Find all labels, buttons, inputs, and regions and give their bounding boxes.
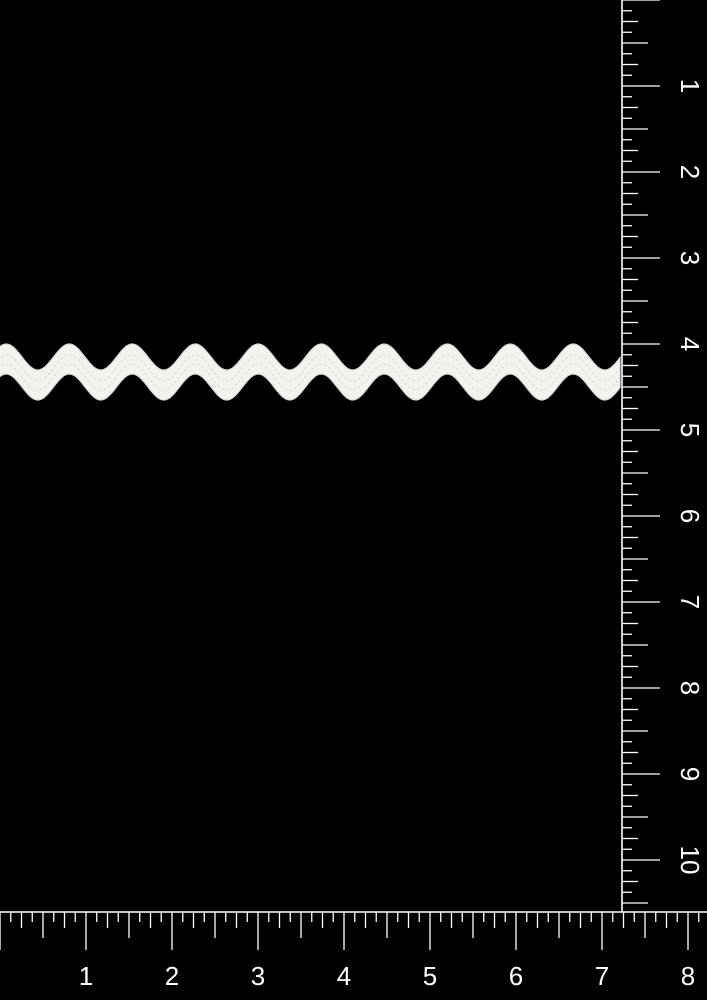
horizontal-ruler-label: 3 xyxy=(251,961,265,991)
vertical-ruler-label: 1 xyxy=(675,79,705,93)
ric-rac-trim-texture xyxy=(0,354,621,391)
vertical-ruler-label: 2 xyxy=(675,165,705,179)
vertical-ruler: 1 2 3 4 5 6 7 8 9 10 xyxy=(621,0,705,912)
ric-rac-trim xyxy=(0,343,621,401)
horizontal-ruler: 1 2 3 4 5 6 7 8 xyxy=(0,911,707,991)
vertical-ruler-label: 9 xyxy=(675,767,705,781)
horizontal-ruler-label: 1 xyxy=(79,961,93,991)
horizontal-ruler-label: 4 xyxy=(337,961,351,991)
vertical-ruler-label: 3 xyxy=(675,251,705,265)
vertical-ruler-label: 6 xyxy=(675,509,705,523)
vertical-ruler-label: 5 xyxy=(675,423,705,437)
vertical-ruler-ticks xyxy=(622,0,660,904)
vertical-ruler-labels: 1 2 3 4 5 6 7 8 9 10 xyxy=(675,79,705,875)
horizontal-ruler-label: 2 xyxy=(165,961,179,991)
vertical-ruler-label: 4 xyxy=(675,337,705,351)
horizontal-ruler-label: 8 xyxy=(681,961,695,991)
horizontal-ruler-ticks xyxy=(0,912,700,950)
vertical-ruler-label: 8 xyxy=(675,681,705,695)
horizontal-ruler-labels: 1 2 3 4 5 6 7 8 xyxy=(79,961,695,991)
horizontal-ruler-label: 6 xyxy=(509,961,523,991)
vertical-ruler-label: 7 xyxy=(675,595,705,609)
horizontal-ruler-label: 5 xyxy=(423,961,437,991)
horizontal-ruler-label: 7 xyxy=(595,961,609,991)
vertical-ruler-label: 10 xyxy=(675,846,705,875)
